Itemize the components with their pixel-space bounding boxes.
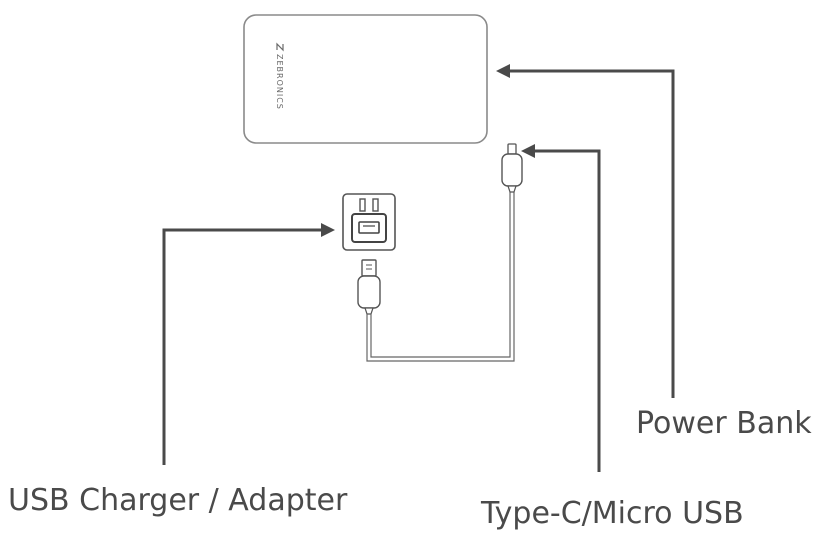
adapter-usb-slot xyxy=(358,221,380,234)
usb-a-housing xyxy=(357,275,381,309)
brand-wordmark: ZEBRONICS xyxy=(275,54,284,110)
power-bank-body xyxy=(243,14,488,144)
label-power-bank: Power Bank xyxy=(636,406,812,441)
label-usb-charger: USB Charger / Adapter xyxy=(8,483,348,518)
micro-plug-housing xyxy=(501,153,523,187)
callout-power-bank xyxy=(496,64,675,398)
usb-a-metal-tip xyxy=(361,259,377,277)
charging-cable xyxy=(366,192,515,362)
arrow-head-icon xyxy=(521,144,535,158)
arrow-head-icon xyxy=(321,223,335,237)
zebronics-logo-icon xyxy=(276,42,284,52)
callout-cable xyxy=(521,144,601,472)
usb-a-plug xyxy=(357,259,381,315)
callout-usb-charger xyxy=(162,223,335,465)
label-type-c-micro-usb: Type-C/Micro USB xyxy=(480,496,744,531)
adapter-prong-right xyxy=(372,198,379,212)
type-c-micro-plug xyxy=(501,143,523,193)
adapter-prong-left xyxy=(359,198,366,212)
usb-wall-adapter xyxy=(342,193,396,251)
power-bank-device: ZEBRONICS xyxy=(243,14,488,144)
arrow-head-icon xyxy=(496,64,510,78)
micro-plug-tip xyxy=(507,143,517,155)
